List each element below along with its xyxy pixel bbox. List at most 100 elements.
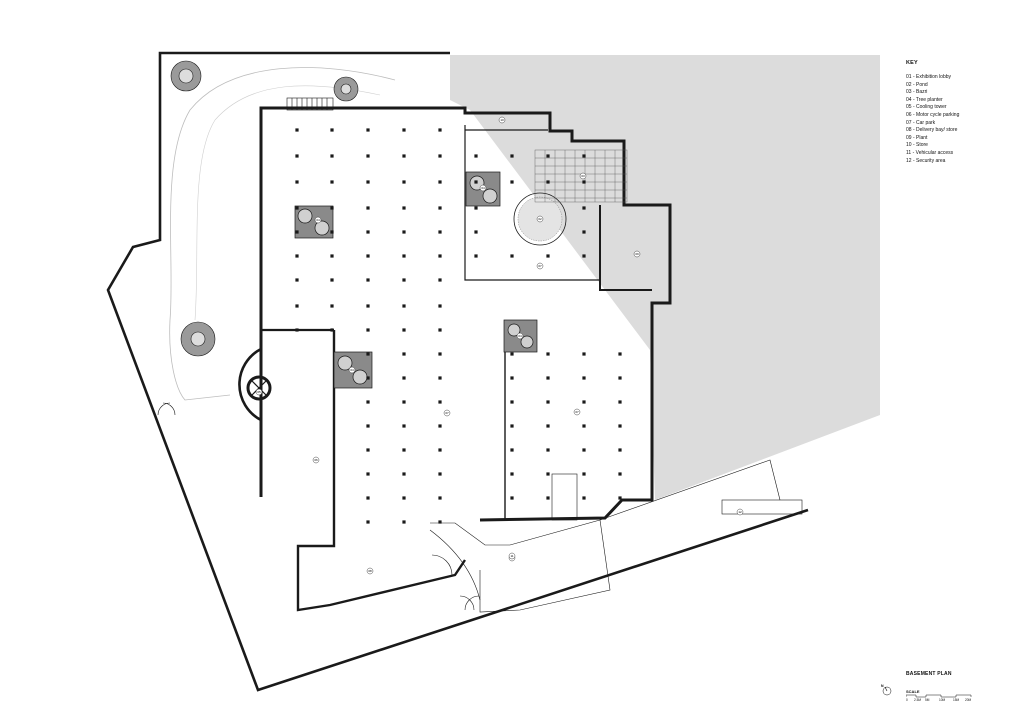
column [295, 254, 299, 258]
column [510, 254, 514, 258]
column [366, 230, 370, 234]
column [402, 520, 406, 524]
legend-item: 02 - Pond [906, 81, 928, 88]
scale-tick: 5M [925, 698, 930, 702]
column [402, 230, 406, 234]
tree-planters [294, 171, 538, 389]
vehicular-access-ramp [429, 459, 803, 613]
column [295, 230, 299, 234]
room-label-text: 11 [510, 554, 513, 558]
legend-item: 05 - Cooling tower [906, 104, 947, 111]
room-labels: 0102030404040405060707070809101112 [255, 116, 744, 575]
pond [513, 192, 567, 246]
room-label-marker [255, 388, 263, 396]
room-label-text: 09 [635, 252, 639, 256]
north-arrow-icon [882, 686, 892, 696]
column [366, 154, 370, 158]
column [366, 472, 370, 476]
column [366, 128, 370, 132]
building-outer-wall [259, 106, 672, 522]
scale-title: SCALE [906, 689, 920, 694]
column [330, 304, 334, 308]
room-label-marker [536, 262, 544, 270]
column [402, 278, 406, 282]
scale-bar [906, 694, 972, 698]
column [366, 304, 370, 308]
column [510, 352, 514, 356]
column [402, 304, 406, 308]
column [366, 376, 370, 380]
column [546, 254, 550, 258]
column [582, 400, 586, 404]
column [438, 278, 442, 282]
column [330, 180, 334, 184]
column [618, 400, 622, 404]
column [330, 230, 334, 234]
doors [157, 402, 480, 611]
staircase [286, 97, 334, 111]
column [546, 400, 550, 404]
cooling-tower-bay-wall [238, 347, 262, 422]
column [438, 304, 442, 308]
column [582, 254, 586, 258]
legend-item: 06 - Motor cycle parking [906, 111, 960, 118]
column [438, 520, 442, 524]
room-label-text: 02 [538, 217, 542, 221]
column [582, 180, 586, 184]
column [438, 376, 442, 380]
column [330, 278, 334, 282]
column [510, 472, 514, 476]
column [474, 154, 478, 158]
room-label-text: 10 [500, 118, 504, 122]
column [402, 352, 406, 356]
room-label-text: 07 [575, 410, 579, 414]
landscape-path-inner [194, 85, 381, 321]
column [438, 472, 442, 476]
column [295, 180, 299, 184]
column [438, 154, 442, 158]
landscape-path [169, 67, 396, 401]
site-trees [170, 60, 359, 357]
column [510, 154, 514, 158]
column [402, 400, 406, 404]
column [295, 128, 299, 132]
column [366, 254, 370, 258]
column [438, 400, 442, 404]
column [402, 180, 406, 184]
column [618, 352, 622, 356]
column [438, 254, 442, 258]
column [510, 376, 514, 380]
column [438, 328, 442, 332]
legend-item: 07 - Car park [906, 119, 936, 126]
structural-columns [295, 128, 622, 524]
room-label-text: 03 [581, 174, 585, 178]
column [438, 424, 442, 428]
legend-item: 09 - Plant [906, 134, 928, 141]
room-label-marker [536, 215, 544, 223]
column [402, 254, 406, 258]
room-label-marker [579, 172, 587, 180]
room-label-text: 04 [316, 218, 320, 222]
column [474, 180, 478, 184]
column [402, 328, 406, 332]
column [510, 400, 514, 404]
column [546, 448, 550, 452]
column [402, 496, 406, 500]
room-label-text: 04 [518, 334, 522, 338]
column [474, 254, 478, 258]
column [582, 472, 586, 476]
column [366, 352, 370, 356]
legend-item: 04 - Tree planter [906, 96, 943, 103]
column [366, 424, 370, 428]
column [330, 328, 334, 332]
column [618, 472, 622, 476]
scale-ticks: 0 2.5M 5M 10M 15M 20M [903, 698, 973, 704]
room-label-marker [348, 366, 356, 374]
column [582, 424, 586, 428]
column [402, 472, 406, 476]
column [402, 448, 406, 452]
north-label: N [881, 684, 884, 688]
room-label-text: 07 [538, 264, 542, 268]
column [366, 448, 370, 452]
room-label-text: 08 [368, 569, 372, 573]
